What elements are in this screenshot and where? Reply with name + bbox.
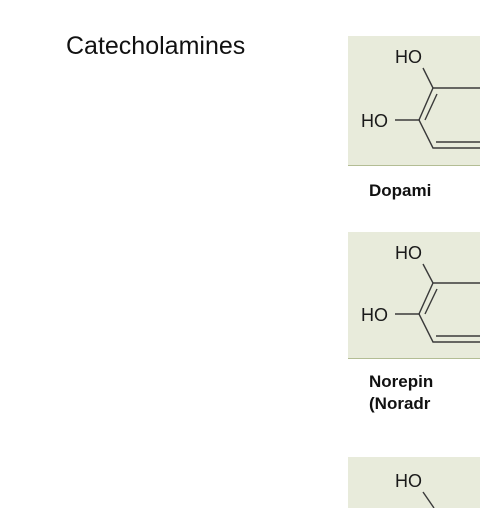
epinephrine-structure: HO [395,471,435,508]
norepinephrine-label: Norepin [369,372,434,391]
epinephrine-benzene-ring [422,491,435,508]
dopamine-hydroxyl-top: HO [395,47,422,67]
dopamine-benzene-ring [395,67,480,149]
dopamine-label: Dopami [369,181,432,200]
norepinephrine-benzene-ring [395,263,480,343]
structure-panel-epinephrine [348,457,480,508]
noradrenaline-label: (Noradr [369,394,431,413]
epinephrine-hydroxyl-top: HO [395,471,422,491]
norepinephrine-hydroxyl-top: HO [395,243,422,263]
structure-panel-dopamine [348,36,480,166]
dopamine-structure: HO HO [361,47,480,149]
dopamine-hydroxyl-left: HO [361,111,388,131]
structure-panel-norepinephrine [348,232,480,359]
section-title: Catecholamines [66,32,246,60]
norepinephrine-hydroxyl-left: HO [361,305,388,325]
norepinephrine-structure: HO HO [361,243,480,343]
